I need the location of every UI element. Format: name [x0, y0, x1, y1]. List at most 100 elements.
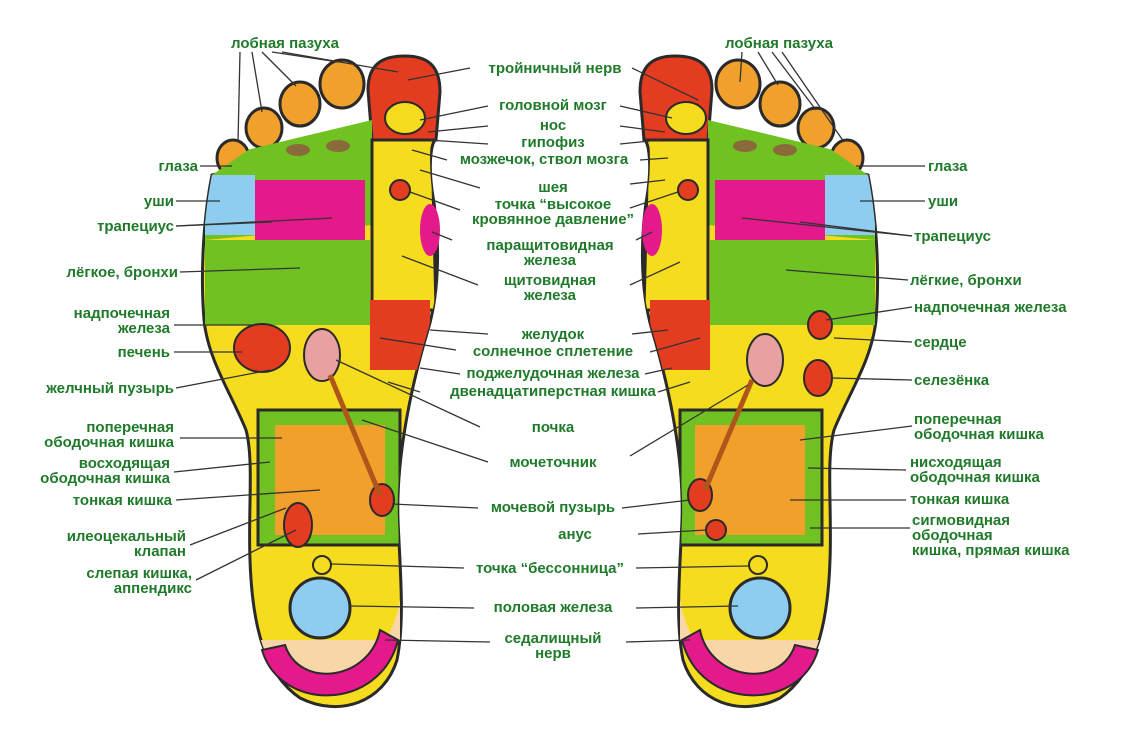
- right-ear-zone: [825, 175, 875, 235]
- left-fourth-toe: [244, 106, 284, 150]
- label-left-liver: печень: [117, 344, 170, 361]
- label-solar-plexus: солнечное сплетение: [472, 343, 634, 360]
- label-left-eyes: глаза: [158, 158, 198, 175]
- right-lung-zone: [710, 240, 875, 325]
- label-sciatic-line1: седалищный: [504, 630, 602, 647]
- label-left-small-intestine: тонкая кишка: [72, 492, 172, 509]
- label-sciatic-line2: нерв: [535, 645, 571, 662]
- right-third-toe: [758, 80, 802, 128]
- right-eye-1: [733, 140, 757, 152]
- label-trigeminal-nerve: тройничный нерв: [488, 60, 622, 77]
- left-parathyroid: [420, 204, 440, 256]
- right-brain: [665, 101, 707, 135]
- label-brain: головной мозг: [499, 97, 607, 114]
- label-left-trapezius: трапециус: [96, 218, 174, 235]
- left-liver: [233, 323, 291, 373]
- label-right-sigmoid-line3: кишка, прямая кишка: [912, 542, 1070, 559]
- right-trapezius-zone: [715, 180, 825, 240]
- label-right-heart: сердце: [914, 334, 967, 351]
- label-left-ascending-line2: ободочная кишка: [40, 470, 170, 487]
- right-ureter: [702, 379, 755, 491]
- left-eye-1: [286, 144, 310, 156]
- label-right-descending-line2: ободочная кишка: [910, 469, 1040, 486]
- right-anus: [705, 519, 727, 541]
- label-left-adrenal-line1: надпочечная: [73, 305, 170, 322]
- left-third-toe: [278, 80, 322, 128]
- left-second-toe: [318, 58, 366, 110]
- right-eye-2: [773, 144, 797, 156]
- label-left-adrenal-line2: железа: [117, 320, 170, 337]
- label-right-transverse-line1: поперечная: [914, 411, 1002, 428]
- left-cecum: [283, 502, 313, 548]
- right-kidney: [746, 333, 784, 387]
- label-ureter: мочеточник: [509, 454, 597, 471]
- left-ear-zone: [205, 175, 255, 235]
- label-left-cecum-line1: слепая кишка,: [86, 565, 192, 582]
- left-lung-zone: [205, 240, 370, 325]
- label-hypertension-line2: кровянное давление”: [471, 211, 635, 228]
- left-trapezius-zone: [255, 180, 365, 240]
- label-gonad: половая железа: [493, 599, 613, 616]
- label-right-small-intestine: тонкая кишка: [910, 491, 1010, 508]
- label-left-transverse-line1: поперечная: [86, 419, 174, 436]
- label-right-descending-line1: нисходящая: [910, 454, 1002, 471]
- label-left-ascending-line1: восходящая: [78, 455, 170, 472]
- left-foot: [200, 54, 442, 708]
- label-cerebellum: мозжечок, ствол мозга: [459, 151, 629, 168]
- label-pituitary: гипофиз: [521, 134, 585, 151]
- right-hypertension-point: [677, 179, 699, 201]
- label-anus: анус: [558, 526, 592, 543]
- label-right-ears: уши: [928, 193, 959, 210]
- label-right-trapezius: трапециус: [914, 228, 992, 245]
- label-pancreas: поджелудочная железа: [466, 365, 640, 382]
- label-kidney: почка: [531, 419, 575, 436]
- left-ureter: [327, 374, 383, 496]
- left-stomach-zone: [370, 300, 430, 370]
- left-hypertension-point: [389, 179, 411, 201]
- right-spleen: [803, 359, 833, 397]
- left-gonad-zone: [288, 576, 352, 640]
- label-left-gallbladder: желчный пузырь: [46, 380, 174, 397]
- label-right-adrenal: надпочечная железа: [914, 299, 1067, 316]
- right-parathyroid: [642, 204, 662, 256]
- right-fourth-toe: [796, 106, 836, 150]
- label-right-sigmoid-line1: сигмовидная: [912, 512, 1010, 529]
- label-left-sinus: лобная пазуха: [231, 35, 339, 52]
- right-colon-inner: [695, 425, 805, 535]
- label-thyroid-line1: щитовидная: [503, 272, 597, 289]
- right-foot: [638, 54, 880, 708]
- label-left-lung: лёгкое, бронхи: [66, 264, 178, 281]
- label-neck: шея: [538, 179, 568, 196]
- right-insomnia-point: [748, 555, 768, 575]
- left-brain: [384, 101, 426, 135]
- right-second-toe: [714, 58, 762, 110]
- label-nose: нос: [539, 117, 567, 134]
- label-thyroid-line2: железа: [523, 287, 577, 304]
- label-left-ileocecal-line1: илеоцекальный: [66, 528, 186, 545]
- leader-lines: [173, 51, 925, 643]
- label-right-spleen: селезёнка: [914, 372, 990, 389]
- label-left-cecum-line2: аппендикс: [113, 580, 192, 597]
- label-left-transverse-line2: ободочная кишка: [44, 434, 174, 451]
- label-parathyroid-line1: паращитовидная: [486, 237, 614, 254]
- right-heart: [807, 310, 833, 340]
- left-eye-2: [326, 140, 350, 152]
- label-right-lungs: лёгкие, бронхи: [910, 272, 1022, 289]
- right-gonad-zone: [728, 576, 792, 640]
- label-right-sigmoid-line2: ободочная: [912, 527, 993, 544]
- label-right-sinus: лобная пазуха: [725, 35, 833, 52]
- label-parathyroid-line2: железа: [523, 252, 577, 269]
- left-bladder: [369, 483, 395, 517]
- label-left-ears: уши: [143, 193, 174, 210]
- label-insomnia-point: точка “бессонница”: [475, 560, 624, 577]
- label-bladder: мочевой пузырь: [490, 499, 616, 516]
- label-right-eyes: глаза: [928, 158, 968, 175]
- left-insomnia-point: [312, 555, 332, 575]
- left-kidney: [303, 328, 341, 382]
- label-left-ileocecal-line2: клапан: [133, 543, 186, 560]
- label-duodenum: двенадцатиперстная кишка: [450, 383, 656, 400]
- label-stomach: желудок: [521, 326, 585, 343]
- label-right-transverse-line2: ободочная кишка: [914, 426, 1044, 443]
